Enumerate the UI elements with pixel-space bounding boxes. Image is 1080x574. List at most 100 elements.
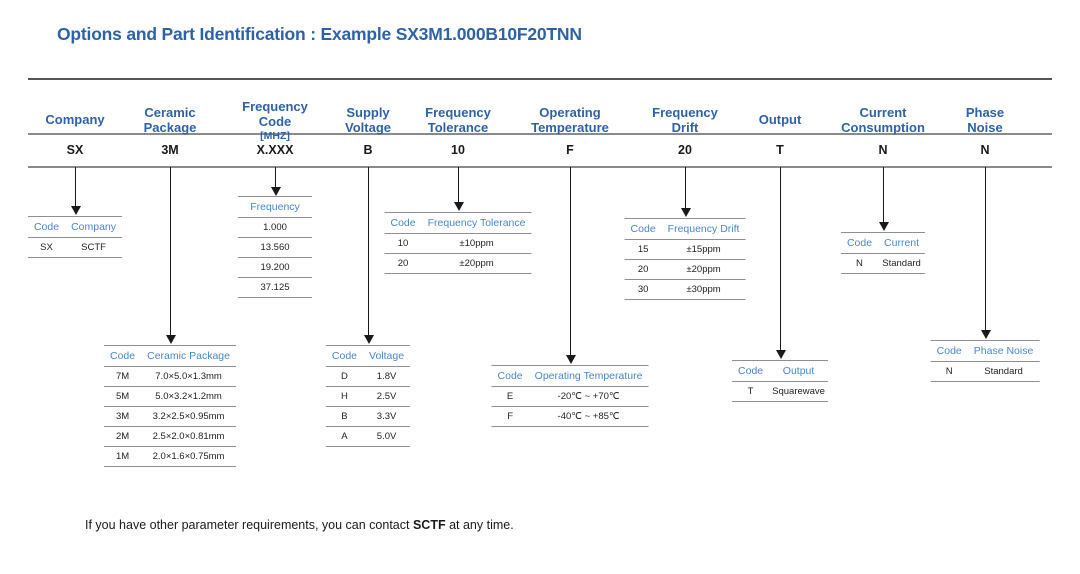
table-row: 2M 2.5×2.0×0.81mm	[104, 426, 236, 447]
cell-value: -40℃ ~ +85℃	[528, 406, 649, 427]
part-code-output: T	[776, 143, 784, 157]
cell-value: 7.0×5.0×1.3mm	[141, 366, 236, 387]
column-label: Frequency Drift	[661, 218, 746, 240]
table-row: Code Operating Temperature	[491, 365, 649, 387]
arrow-operating-temperature	[565, 355, 576, 364]
table-frequency-tolerance: Code Frequency Tolerance 10 ±10ppm 20 ±2…	[384, 212, 532, 274]
column-label: Code	[930, 340, 968, 362]
column-header-frequency-tolerance: Frequency Tolerance	[425, 105, 491, 135]
column-label: Code	[624, 218, 662, 240]
header-bottom-rule	[28, 133, 1052, 135]
cell-value: 5.0×3.2×1.2mm	[141, 386, 236, 407]
connector-ceramic-package	[170, 167, 172, 337]
table-row: Code Ceramic Package	[104, 345, 236, 367]
connector-phase-noise	[985, 167, 987, 332]
column-label: Frequency Tolerance	[421, 212, 532, 234]
connector-frequency-tolerance	[458, 167, 460, 204]
table-row: 1.000	[238, 217, 312, 238]
cell-value: ±20ppm	[661, 259, 746, 280]
table-frequency: Frequency 1.000 13.560 19.200 37.125	[238, 196, 312, 298]
part-code-supply-voltage: B	[363, 143, 373, 157]
arrow-supply-voltage	[363, 335, 374, 344]
table-row: Code Output	[732, 360, 828, 382]
column-header-frequency-drift: Frequency Drift	[652, 105, 718, 135]
cell-code: D	[325, 366, 364, 387]
column-header-current-consumption: Current Consumption	[841, 105, 925, 135]
cell-value: Squarewave	[769, 381, 828, 402]
column-header-frequency-code: Frequency Code [MHZ]	[242, 99, 308, 142]
table-output: Code Output T Squarewave	[732, 360, 828, 402]
cell-value: 3.3V	[363, 406, 411, 427]
part-code-phase-noise: N	[980, 143, 990, 157]
cell-code: 20	[384, 253, 422, 274]
cell-value: 2.5V	[363, 386, 411, 407]
table-row: Code Frequency Drift	[624, 218, 746, 240]
cell-code: B	[325, 406, 364, 427]
table-row: 3M 3.2×2.5×0.95mm	[104, 406, 236, 427]
table-row: 13.560	[238, 237, 312, 258]
cell-value: 3.2×2.5×0.95mm	[141, 406, 236, 427]
cell-code: F	[491, 406, 529, 427]
cell-value: 2.0×1.6×0.75mm	[141, 446, 236, 467]
table-operating-temperature: Code Operating Temperature E -20℃ ~ +70℃…	[491, 365, 649, 427]
cell-code: 15	[624, 239, 662, 260]
table-row: 20 ±20ppm	[624, 259, 746, 280]
table-row: 1M 2.0×1.6×0.75mm	[104, 446, 236, 467]
table-row: A 5.0V	[325, 426, 411, 447]
table-row: N Standard	[930, 361, 1040, 382]
column-label: Code	[27, 216, 66, 238]
frequency-code-unit: [MHZ]	[260, 130, 290, 142]
footer-text-before: If you have other parameter requirements…	[85, 518, 413, 532]
table-row: 5M 5.0×3.2×1.2mm	[104, 386, 236, 407]
table-voltage: Code Voltage D 1.8V H 2.5V B 3.3V A 5.0V	[325, 345, 411, 447]
table-row: Code Phase Noise	[930, 340, 1040, 362]
part-code-frequency-code: X.XXX	[256, 143, 294, 157]
table-row: 10 ±10ppm	[384, 233, 532, 254]
connector-frequency-code	[275, 167, 277, 189]
table-row: B 3.3V	[325, 406, 411, 427]
table-row: F -40℃ ~ +85℃	[491, 406, 649, 427]
column-label: Current	[878, 232, 926, 254]
cell-code: 5M	[104, 386, 142, 407]
column-label: Code	[104, 345, 142, 367]
table-row: 37.125	[238, 277, 312, 298]
cell-value: Standard	[967, 361, 1040, 382]
cell-value: 1.8V	[363, 366, 411, 387]
arrow-phase-noise	[980, 330, 991, 339]
cell-code: SX	[27, 237, 66, 258]
column-header-supply-voltage: Supply Voltage	[345, 105, 391, 135]
cell-value: ±20ppm	[421, 253, 532, 274]
cell-value: SCTF	[65, 237, 123, 258]
cell-code: 10	[384, 233, 422, 254]
table-row: D 1.8V	[325, 366, 411, 387]
table-row: N Standard	[840, 253, 926, 274]
column-label: Operating Temperature	[528, 365, 649, 387]
connector-output	[780, 167, 782, 352]
column-label: Code	[491, 365, 529, 387]
column-label: Company	[65, 216, 123, 238]
column-header-output: Output	[758, 112, 802, 127]
arrow-ceramic-package	[165, 335, 176, 344]
table-row: 30 ±30ppm	[624, 279, 746, 300]
cell-code: A	[325, 426, 364, 447]
cell-value: 19.200	[238, 257, 312, 278]
part-code-ceramic-package: 3M	[161, 143, 179, 157]
cell-code: 3M	[104, 406, 142, 427]
table-row: Code Voltage	[325, 345, 411, 367]
cell-code: 30	[624, 279, 662, 300]
cell-code: N	[930, 361, 968, 382]
cell-value: ±10ppm	[421, 233, 532, 254]
cell-value: -20℃ ~ +70℃	[528, 386, 649, 407]
connector-supply-voltage	[368, 167, 370, 337]
column-header-operating-temperature: Operating Temperature	[531, 105, 609, 135]
cell-value: Standard	[878, 253, 926, 274]
table-phase-noise: Code Phase Noise N Standard	[930, 340, 1040, 382]
cell-code: 2M	[104, 426, 142, 447]
table-row: E -20℃ ~ +70℃	[491, 386, 649, 407]
table-row: 20 ±20ppm	[384, 253, 532, 274]
column-label: Code	[840, 232, 879, 254]
table-row: Code Current	[840, 232, 926, 254]
cell-code: 1M	[104, 446, 142, 467]
column-label: Frequency	[238, 196, 312, 218]
